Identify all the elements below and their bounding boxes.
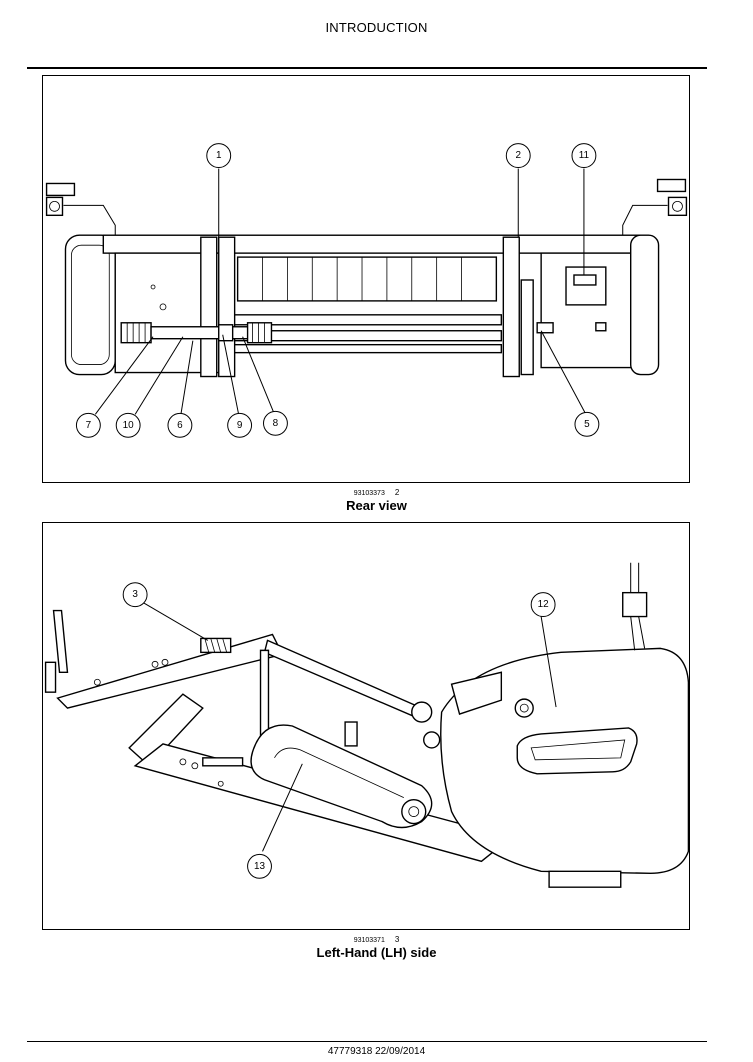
page-header-title: INTRODUCTION (325, 20, 428, 35)
figure-2-number: 2 (394, 488, 400, 497)
footer-rule (27, 1041, 707, 1042)
callout-7: 7 (75, 412, 101, 438)
figure-3-code-text: 93103371 (353, 937, 385, 944)
svg-text:11: 11 (579, 150, 590, 161)
svg-text:12: 12 (538, 599, 550, 610)
svg-text:8: 8 (273, 418, 279, 429)
figure-2-caption: Rear view (346, 498, 407, 513)
svg-text:6: 6 (177, 420, 183, 431)
header-rule (27, 67, 707, 69)
callout-5: 5 (574, 411, 600, 437)
rear-view-illustration: 1 2 11 7 10 6 9 8 5 (45, 143, 688, 438)
figure-lh-side: 3 12 13 (42, 522, 690, 930)
svg-text:2: 2 (515, 150, 521, 161)
figure-2-code: 93103373 2 (0, 488, 753, 497)
figure-3-number: 3 (394, 935, 400, 944)
callout-6: 6 (167, 412, 193, 438)
callout-8: 8 (263, 410, 288, 436)
callout-3: 3 (122, 582, 148, 608)
figure-3-code: 93103371 3 (0, 935, 753, 944)
page-footer: 47779318 22/09/2014 (327, 1046, 426, 1057)
figure-rear-view: 1 2 11 7 10 6 9 8 5 (42, 75, 690, 483)
callout-11: 11 (571, 143, 597, 169)
svg-text:5: 5 (584, 419, 590, 430)
callout-1: 1 (206, 143, 232, 169)
svg-text:3: 3 (132, 589, 138, 600)
lh-side-illustration: 3 12 13 (44, 562, 689, 888)
callout-2: 2 (505, 143, 531, 169)
svg-text:7: 7 (86, 420, 92, 431)
svg-text:9: 9 (237, 420, 243, 431)
svg-text:1: 1 (216, 150, 222, 161)
figure-2-code-text: 93103373 (353, 490, 385, 497)
callout-13: 13 (247, 853, 272, 879)
callout-10: 10 (115, 412, 141, 438)
svg-text:10: 10 (123, 420, 135, 431)
svg-text:13: 13 (254, 861, 266, 872)
figure-3-caption: Left-Hand (LH) side (316, 945, 437, 960)
callout-9: 9 (227, 412, 253, 438)
callout-12: 12 (530, 592, 556, 618)
